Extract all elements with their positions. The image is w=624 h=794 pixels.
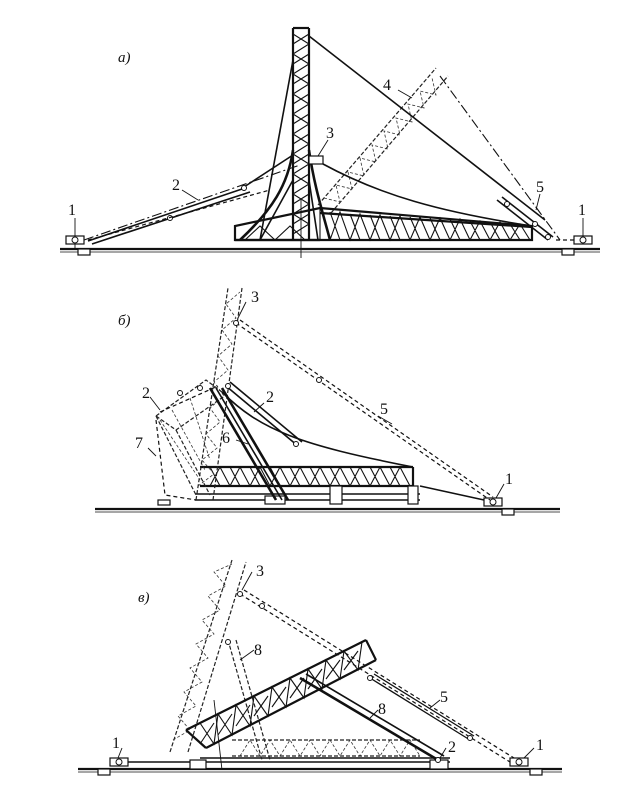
panel-b: б) xyxy=(95,287,560,516)
panel-b-guy-5 xyxy=(235,322,491,501)
panel-v-boom-ghost xyxy=(232,739,421,757)
panel-a-guy-curve xyxy=(322,163,533,227)
panel-a-sling-right xyxy=(439,75,561,241)
panel-v-callout-2: 2 xyxy=(448,739,456,756)
panel-a-strut-5 xyxy=(496,196,554,241)
panel-a-label: а) xyxy=(118,50,131,66)
panel-b-callout-2-left: 2 xyxy=(142,385,150,402)
panel-v: в) xyxy=(78,559,562,776)
panel-a-callout-4: 4 xyxy=(383,77,391,94)
panel-b-strut-2-right xyxy=(225,381,303,447)
panel-b-rope-curve xyxy=(221,391,414,468)
panel-b-anchor xyxy=(483,497,515,516)
panel-v-callout-8-lower: 8 xyxy=(378,701,386,718)
panel-a: а) xyxy=(60,26,600,258)
panel-v-label: в) xyxy=(138,590,150,606)
panel-a-callout-3: 3 xyxy=(326,125,334,142)
panel-a-guy-top xyxy=(308,35,546,221)
panel-a-mast-head xyxy=(308,155,324,165)
panel-a-callout-2: 2 xyxy=(172,177,180,194)
panel-v-anchor-left xyxy=(97,757,129,776)
panel-b-label: б) xyxy=(118,313,131,329)
panel-b-callout-2-right: 2 xyxy=(266,389,274,406)
panel-v-base-frame xyxy=(128,757,450,770)
panel-b-callout-7: 7 xyxy=(135,435,143,452)
panel-v-callout-5: 5 xyxy=(440,689,448,706)
panel-a-boom-lower xyxy=(233,206,534,242)
panel-v-strut-5 xyxy=(367,673,475,741)
panel-b-callout-6: 6 xyxy=(222,430,230,447)
panel-v-callout-1-right: 1 xyxy=(536,737,544,754)
panel-v-callout-8-upper: 8 xyxy=(254,642,262,659)
panel-v-strut-8 xyxy=(299,673,445,763)
panel-a-callout-5: 5 xyxy=(536,179,544,196)
panel-v-mast-inclined xyxy=(185,639,377,749)
panel-a-mast-inclined-ghost xyxy=(317,67,449,214)
panel-b-callout-1: 1 xyxy=(505,471,513,488)
panel-v-callout-1-left: 1 xyxy=(112,735,120,752)
panel-a-strut-2 xyxy=(87,185,251,245)
panel-b-callout-3: 3 xyxy=(251,289,259,306)
panel-a-mast-vertical xyxy=(291,26,311,258)
panel-a-callout-1-left: 1 xyxy=(68,202,76,219)
panel-b-strut-6 xyxy=(208,387,290,501)
panel-b-boom-horizontal xyxy=(200,465,415,488)
panel-v-guy-5 xyxy=(239,593,511,763)
panel-v-anchor-right xyxy=(509,757,543,776)
panel-b-line-7 xyxy=(155,419,197,501)
panel-b-callout-5: 5 xyxy=(380,401,388,418)
panel-b-strut-2-left xyxy=(159,385,219,413)
panel-b-mast-ghost xyxy=(195,287,243,501)
panel-a-callout-1-right: 1 xyxy=(578,202,586,219)
panel-v-callout-3: 3 xyxy=(256,563,264,580)
panel-b-base-frame xyxy=(157,485,420,506)
panel-v-mast-ghost xyxy=(169,559,247,753)
panel-a-sling-left xyxy=(83,164,301,241)
